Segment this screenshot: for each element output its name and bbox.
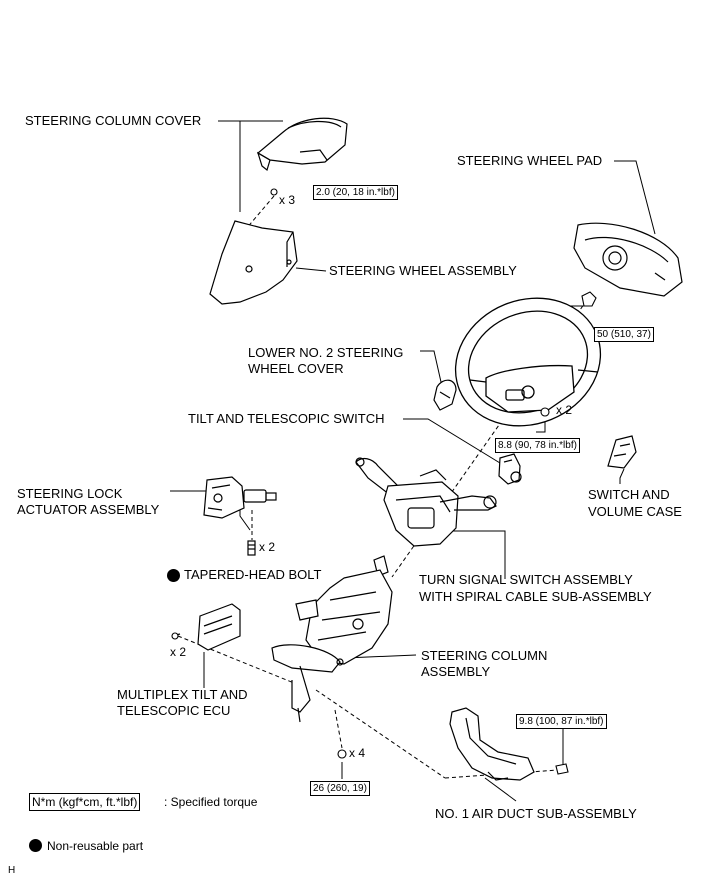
legend-torque-box: N*m (kgf*cm, ft.*lbf) [29, 793, 141, 811]
wheel-pad [573, 222, 683, 297]
steering-wheel [454, 297, 602, 427]
qty-tapered-bolt: x 2 [259, 540, 276, 554]
qty-column-nut: x 4 [349, 746, 366, 760]
switch-volume-case [607, 435, 637, 469]
non-reusable-marker [167, 569, 180, 582]
label-switch-volume-line2: VOLUME CASE [588, 504, 682, 519]
torque-tilt-switch-screw: 8.8 (90, 78 in.*lbf) [495, 438, 580, 453]
label-turn-signal-line2: WITH SPIRAL CABLE SUB-ASSEMBLY [419, 589, 652, 604]
label-steering-column-line2: ASSEMBLY [421, 664, 491, 679]
label-lower-no2-cover-line1: LOWER NO. 2 STEERING [248, 345, 404, 360]
label-steering-wheel-pad: STEERING WHEEL PAD [457, 153, 603, 168]
label-tilt-switch: TILT AND TELESCOPIC SWITCH [188, 411, 385, 426]
label-multiplex-line1: MULTIPLEX TILT AND [117, 687, 248, 702]
multiplex-ecu [171, 603, 241, 651]
label-tapered-bolt: TAPERED-HEAD BOLT [184, 567, 322, 582]
label-steering-column-line1: STEERING COLUMN [421, 648, 548, 663]
lower-column-cover [209, 220, 298, 305]
label-steering-lock-line2: ACTUATOR ASSEMBLY [17, 502, 160, 517]
tapered-bolt-part [247, 540, 256, 556]
lower-no2-cover [433, 379, 457, 411]
upper-column-cover [256, 117, 348, 172]
steering-column [271, 555, 393, 723]
label-steering-column-cover: STEERING COLUMN COVER [25, 113, 202, 128]
tilt-switch-part [498, 453, 522, 485]
legend-torque-text: : Specified torque [164, 795, 258, 809]
torque-cover-screw: 2.0 (20, 18 in.*lbf) [313, 185, 398, 200]
legend-non-reusable-marker [29, 839, 42, 852]
label-multiplex-line2: TELESCOPIC ECU [117, 703, 231, 718]
torque-air-duct-bolt: 9.8 (100, 87 in.*lbf) [516, 714, 607, 729]
qty-cover-screw: x 3 [279, 193, 296, 207]
torque-wheel-nut: 50 (510, 37) [594, 327, 654, 342]
label-switch-volume-line1: SWITCH AND [588, 487, 670, 502]
qty-tilt-switch-screw: x 2 [556, 403, 573, 417]
torque-column-nut: 26 (260, 19) [310, 781, 370, 796]
label-turn-signal-line1: TURN SIGNAL SWITCH ASSEMBLY [419, 572, 633, 587]
air-duct [449, 707, 535, 781]
steering-lock-actuator [203, 476, 277, 519]
label-steering-lock-line1: STEERING LOCK [17, 486, 123, 501]
label-lower-no2-cover-line2: WHEEL COVER [248, 361, 344, 376]
corner-mark: H [8, 865, 16, 876]
fasteners [171, 188, 597, 775]
qty-ecu-screw: x 2 [170, 645, 187, 659]
turn-signal-switch [355, 457, 497, 547]
label-air-duct: NO. 1 AIR DUCT SUB-ASSEMBLY [435, 806, 637, 821]
label-steering-wheel-assembly: STEERING WHEEL ASSEMBLY [329, 263, 517, 278]
legend-non-reusable-text: Non-reusable part [47, 839, 144, 853]
